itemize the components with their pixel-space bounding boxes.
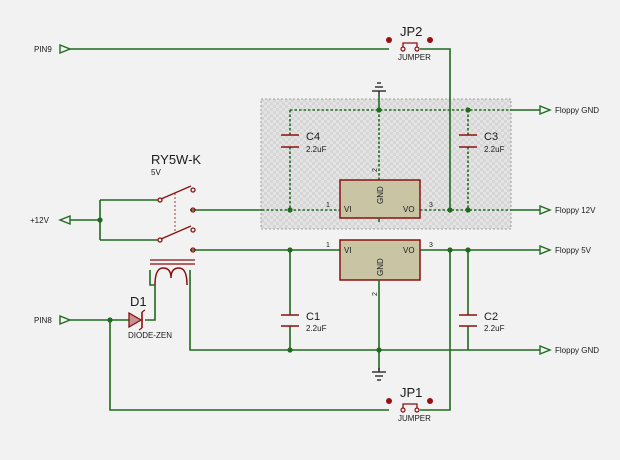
u1-vo-label: VO bbox=[403, 205, 415, 214]
c1-value: 2.2uF bbox=[306, 324, 327, 333]
capacitor-c3-symbol bbox=[459, 134, 477, 148]
regulator-u2 bbox=[339, 239, 421, 281]
regulator-u1 bbox=[339, 179, 421, 219]
wire-jp2-right bbox=[420, 48, 451, 210]
net-label-plus12v: +12V bbox=[30, 216, 50, 225]
wire-floppy-gnd-bottom bbox=[189, 287, 540, 351]
net-label-floppy-gnd-bottom: Floppy GND bbox=[555, 346, 599, 355]
c3-ref: C3 bbox=[484, 131, 498, 143]
wire-coil-top bbox=[149, 270, 155, 286]
floppy-12v-arrow bbox=[539, 204, 552, 216]
plus12v-terminal-arrow bbox=[58, 214, 71, 226]
junction-dots bbox=[97, 107, 471, 353]
u2-vi-label: VI bbox=[344, 246, 352, 255]
c2-value: 2.2uF bbox=[484, 324, 505, 333]
wire-jp1-right bbox=[420, 250, 451, 411]
wire-pin8-jp1 bbox=[109, 320, 389, 411]
ground-symbol-bottom bbox=[372, 368, 386, 381]
diode-value: DIODE-ZEN bbox=[128, 331, 172, 340]
u1-pin3: 3 bbox=[429, 202, 433, 209]
u1-vi-label: VI bbox=[344, 205, 352, 214]
relay-value: 5V bbox=[151, 168, 161, 177]
c2-ref: C2 bbox=[484, 311, 498, 323]
jp2-ref: JP2 bbox=[400, 24, 422, 39]
jp1-ref: JP1 bbox=[400, 385, 422, 400]
wire-relay-common bbox=[100, 199, 158, 241]
net-label-floppy-12v: Floppy 12V bbox=[555, 206, 596, 215]
net-label-pin8: PIN8 bbox=[34, 316, 52, 325]
diode-ref: D1 bbox=[130, 294, 147, 309]
wire-diode-coil bbox=[145, 285, 156, 321]
pin8-terminal-arrow bbox=[59, 314, 72, 326]
relay-ref: RY5W-K bbox=[151, 152, 201, 167]
pin9-terminal-arrow bbox=[59, 43, 72, 55]
jp2-value: JUMPER bbox=[398, 53, 431, 62]
u2-pin3: 3 bbox=[429, 242, 433, 249]
capacitor-c1-symbol bbox=[281, 314, 299, 327]
relay-ry5w-k bbox=[150, 185, 196, 286]
c3-value: 2.2uF bbox=[484, 145, 505, 154]
jumper-jp2-symbol bbox=[386, 37, 433, 52]
jp1-value: JUMPER bbox=[398, 414, 431, 423]
u2-gnd-label: GND bbox=[376, 258, 385, 276]
u1-gnd-label: GND bbox=[376, 186, 385, 204]
u2-pin1: 1 bbox=[326, 242, 330, 249]
c4-value: 2.2uF bbox=[306, 145, 327, 154]
c1-ref: C1 bbox=[306, 311, 320, 323]
floppy-5v-arrow bbox=[539, 244, 552, 256]
u1-pin2: 2 bbox=[372, 168, 379, 172]
u2-vo-label: VO bbox=[403, 246, 415, 255]
capacitor-c2-symbol bbox=[459, 314, 477, 327]
diode-d1-symbol bbox=[128, 309, 146, 331]
u2-pin2: 2 bbox=[372, 292, 379, 296]
net-label-floppy-5v: Floppy 5V bbox=[555, 246, 592, 255]
floppy-gnd-bottom-arrow bbox=[539, 344, 552, 356]
c4-ref: C4 bbox=[306, 131, 320, 143]
net-label-floppy-gnd-top: Floppy GND bbox=[555, 106, 599, 115]
ground-symbol-top bbox=[372, 82, 386, 96]
u1-pin1: 1 bbox=[326, 202, 330, 209]
capacitor-c4-symbol bbox=[281, 134, 299, 148]
floppy-gnd-top-arrow bbox=[539, 104, 552, 116]
net-label-pin9: PIN9 bbox=[34, 45, 52, 54]
jumper-jp1-symbol bbox=[386, 398, 433, 413]
